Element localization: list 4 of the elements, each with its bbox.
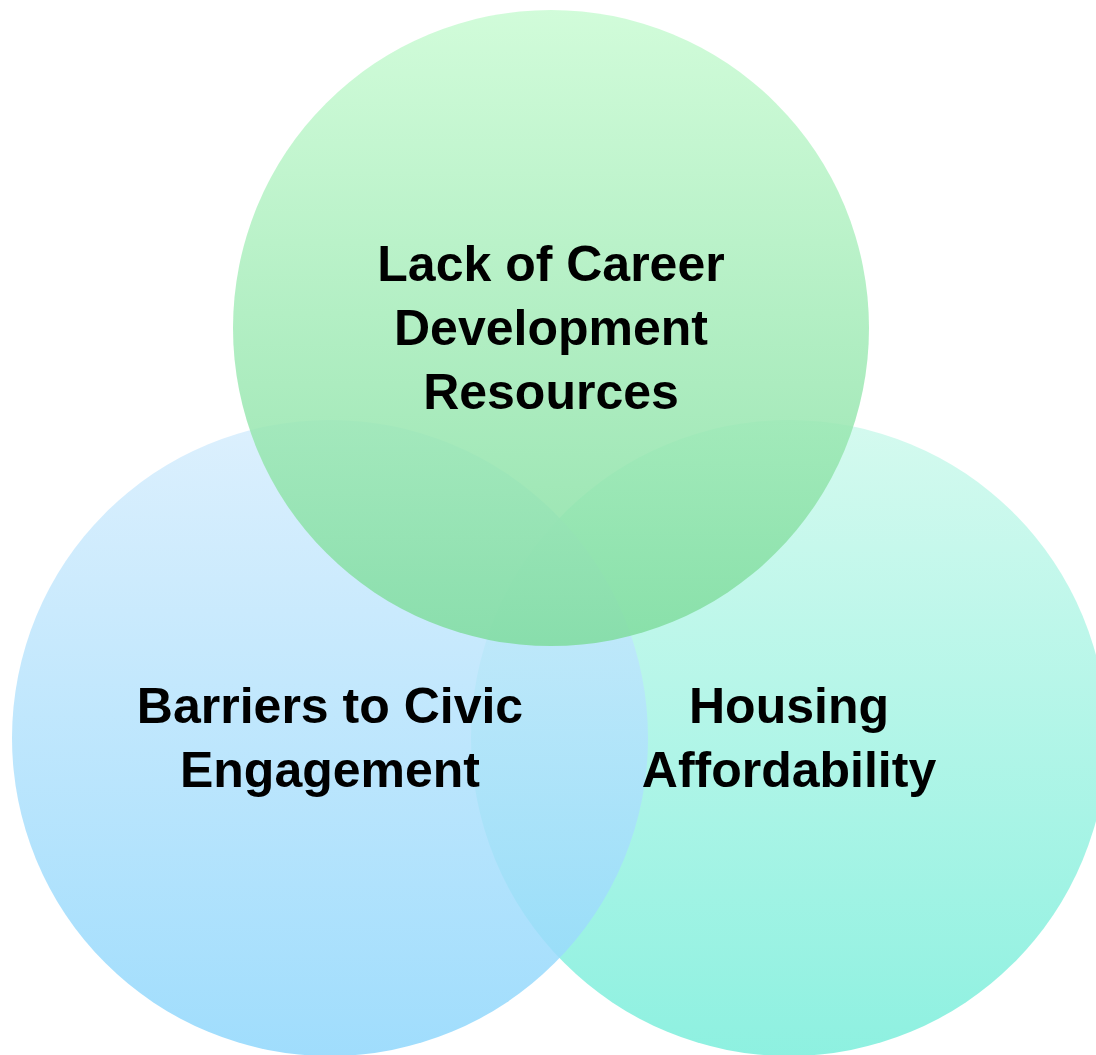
circle-label: Housing Affordability xyxy=(640,677,938,800)
circle-label: Barriers to Civic Engagement xyxy=(135,677,525,800)
circle-label: Lack of Career Development Resources xyxy=(376,235,726,422)
venn-circle xyxy=(233,10,869,646)
